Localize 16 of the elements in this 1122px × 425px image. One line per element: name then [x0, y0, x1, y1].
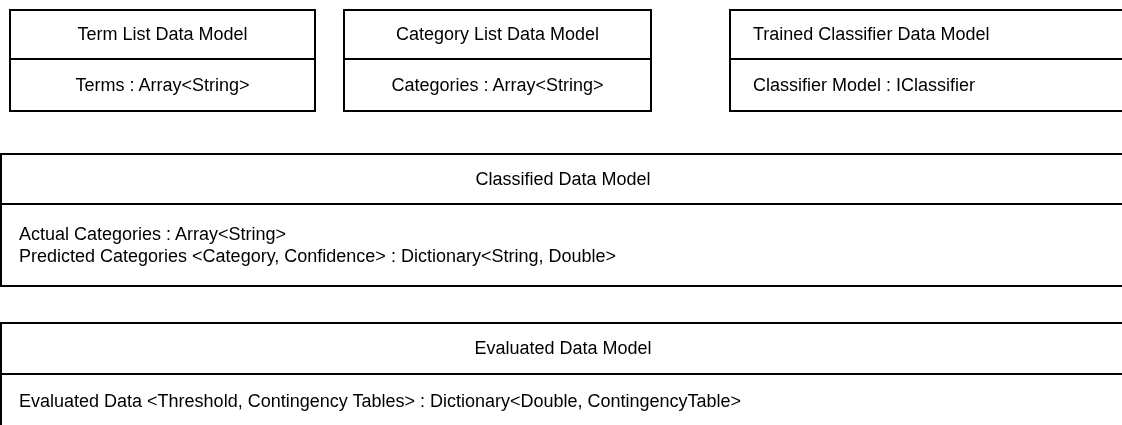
class-name: Classified Data Model [474, 167, 652, 191]
attribute-text: Predicted Categories <Category, Confidence> : Dictionary<String, Double> [19, 245, 617, 268]
attribute-text: Categories : Array<String> [391, 74, 604, 97]
class-box [729, 9, 1122, 112]
attribute-text: Evaluated Data <Threshold, Contingency Tables> : Dictionary<Double, ContingencyTable> [19, 389, 743, 412]
class-name: Evaluated Data Model [473, 337, 653, 360]
class-box [9, 9, 316, 112]
attribute-text: Classifier Model : IClassifier [753, 74, 977, 97]
class-name: Trained Classifier Data Model [753, 23, 990, 47]
class-box [0, 322, 1122, 425]
attribute-text: Terms : Array<String> [75, 74, 250, 97]
class-name: Term List Data Model [77, 23, 248, 47]
attribute-text: Actual Categories : Array<String> [19, 223, 288, 246]
class-box [0, 153, 1122, 287]
class-name: Category List Data Model [395, 23, 600, 47]
class-box [343, 9, 652, 112]
